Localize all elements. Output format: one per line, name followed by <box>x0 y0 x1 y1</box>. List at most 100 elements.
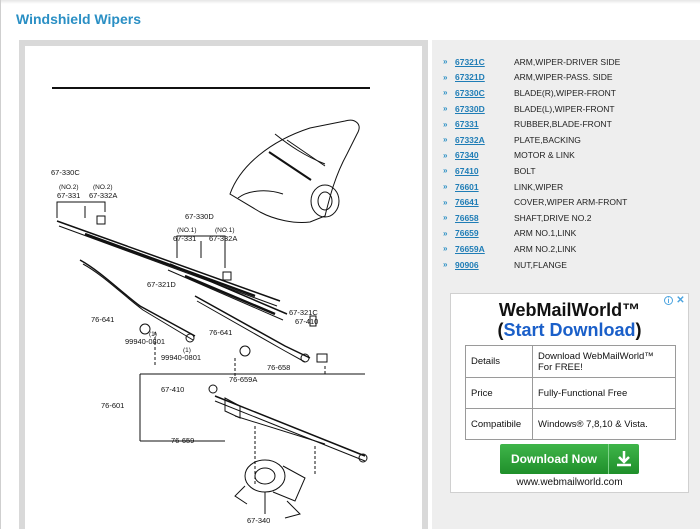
part-number-link[interactable]: 67330D <box>455 103 485 114</box>
download-now-label: Download Now <box>511 452 597 466</box>
label-76-659: 76-659 <box>171 436 194 445</box>
bullet-icon: » <box>443 72 448 82</box>
bullet-icon: » <box>443 88 448 98</box>
part-description: RUBBER,BLADE-FRONT <box>514 119 612 130</box>
part-description: SHAFT,DRIVE NO.2 <box>514 212 592 223</box>
bullet-icon: » <box>443 244 448 254</box>
info-icon[interactable]: i <box>664 296 673 305</box>
ad-compat-key: Compatibile <box>465 408 533 440</box>
label-76-659a: 76-659A <box>229 375 257 384</box>
table-row: Price Fully-Functional Free <box>465 377 676 409</box>
bullet-icon: » <box>443 197 448 207</box>
label-67-330c: 67-330C <box>51 168 80 177</box>
label-67-330d: 67-330D <box>185 212 214 221</box>
part-number-link[interactable]: 67321C <box>455 56 485 67</box>
download-now-button[interactable]: Download Now <box>500 444 639 474</box>
start-download-link[interactable]: Start Download <box>503 320 636 340</box>
part-description: ARM,WIPER-PASS. SIDE <box>514 72 613 83</box>
label-no1-b: (NO.1) <box>215 227 235 234</box>
list-item: » 76659 ARM NO.1,LINK <box>443 226 693 242</box>
part-number-link[interactable]: 67340 <box>455 150 479 161</box>
ad-title: WebMailWorld™ <box>498 300 641 320</box>
bullet-icon: » <box>443 119 448 129</box>
bullet-icon: » <box>443 182 448 192</box>
parts-list: » 67321C ARM,WIPER-DRIVER SIDE » 67321D ARM,… <box>443 54 693 272</box>
ad-subtitle: (Start Download) <box>451 320 688 341</box>
label-no1-a: (NO.1) <box>177 227 197 234</box>
part-number-link[interactable]: 76641 <box>455 197 479 208</box>
part-description: BOLT <box>514 165 536 176</box>
part-number-link[interactable]: 76601 <box>455 181 479 192</box>
list-item: » 67331 RUBBER,BLADE-FRONT <box>443 116 693 132</box>
list-item: » 76658 SHAFT,DRIVE NO.2 <box>443 210 693 226</box>
bullet-icon: » <box>443 228 448 238</box>
advertisement[interactable]: i ✕ WebMailWorld™ (Start Download) Detai… <box>450 293 689 493</box>
label-67-410-b: 67-410 <box>161 385 184 394</box>
label-67-321c: 67-321C <box>289 308 318 317</box>
label-76-658: 76-658 <box>267 363 290 372</box>
bullet-icon: » <box>443 213 448 223</box>
part-number-link[interactable]: 67331 <box>455 119 479 130</box>
label-67-331-a: 67-331 <box>57 191 80 200</box>
part-description: COVER,WIPER ARM-FRONT <box>514 197 628 208</box>
bullet-icon: » <box>443 57 448 67</box>
label-67-332a-b: 67-332A <box>209 234 237 243</box>
bullet-icon: » <box>443 260 448 270</box>
part-description: BLADE(L),WIPER-FRONT <box>514 103 615 114</box>
part-description: ARM,WIPER-DRIVER SIDE <box>514 56 621 67</box>
part-number-link[interactable]: 90906 <box>455 259 479 270</box>
label-99940-a: 99940-0801 <box>125 337 165 346</box>
part-number-link[interactable]: 67410 <box>455 165 479 176</box>
ad-details-value: Download WebMailWorld™ For FREE! <box>532 345 676 378</box>
list-item: » 76659A ARM NO.2,LINK <box>443 241 693 257</box>
ad-url[interactable]: www.webmailworld.com <box>516 477 623 488</box>
part-description: MOTOR & LINK <box>514 150 575 161</box>
list-item: » 67330C BLADE(R),WIPER-FRONT <box>443 85 693 101</box>
part-number-link[interactable]: 67321D <box>455 72 485 83</box>
part-description: ARM NO.2,LINK <box>514 243 577 254</box>
part-number-link[interactable]: 67332A <box>455 134 485 145</box>
ad-paren-close: ) <box>635 320 642 340</box>
close-icon[interactable]: ✕ <box>676 295 685 306</box>
bullet-icon: » <box>443 150 448 160</box>
label-99940-b: 99940-0801 <box>161 353 201 362</box>
ad-compat-value: Windows® 7,8,10 & Vista. <box>532 408 676 440</box>
ad-details-table: Details Download WebMailWorld™ For FREE!… <box>465 345 676 440</box>
label-67-410-a: 67-410 <box>295 317 318 326</box>
table-row: Details Download WebMailWorld™ For FREE! <box>465 345 676 378</box>
part-number-link[interactable]: 76659 <box>455 228 479 239</box>
list-item: » 67321D ARM,WIPER-PASS. SIDE <box>443 70 693 86</box>
ad-paren-open: ( <box>497 320 504 340</box>
part-description: PLATE,BACKING <box>514 134 581 145</box>
label-76-641-b: 76-641 <box>209 328 232 337</box>
label-76-601: 76-601 <box>101 401 124 410</box>
download-arrow-icon <box>608 444 639 474</box>
diagram-frame: 67-330C (NO.2) (NO.2) 67-331 67-332A 67-… <box>19 40 428 529</box>
label-no2-b: (NO.2) <box>93 184 113 191</box>
parts-diagram[interactable]: 67-330C (NO.2) (NO.2) 67-331 67-332A 67-… <box>25 46 422 529</box>
ad-price-value: Fully-Functional Free <box>532 377 676 409</box>
label-no2-a: (NO.2) <box>59 184 79 191</box>
list-item: » 76641 COVER,WIPER ARM-FRONT <box>443 194 693 210</box>
parts-diagram-drawing: 67-330C (NO.2) (NO.2) 67-331 67-332A 67-… <box>51 87 370 525</box>
part-description: ARM NO.1,LINK <box>514 228 577 239</box>
part-number-link[interactable]: 67330C <box>455 87 485 98</box>
table-row: Compatibile Windows® 7,8,10 & Vista. <box>465 408 676 440</box>
part-number-link[interactable]: 76658 <box>455 212 479 223</box>
part-description: BLADE(R),WIPER-FRONT <box>514 87 616 98</box>
ad-details-key: Details <box>465 345 533 378</box>
label-67-321d: 67-321D <box>147 280 176 289</box>
label-67-332a-a: 67-332A <box>89 191 117 200</box>
part-number-link[interactable]: 76659A <box>455 243 485 254</box>
label-one-a: (1) <box>149 331 157 338</box>
page-title: Windshield Wipers <box>16 11 141 27</box>
label-67-340: 67-340 <box>247 516 270 525</box>
part-description: LINK,WIPER <box>514 181 564 192</box>
label-67-331-b: 67-331 <box>173 234 196 243</box>
ad-choices[interactable]: i ✕ <box>664 295 685 306</box>
